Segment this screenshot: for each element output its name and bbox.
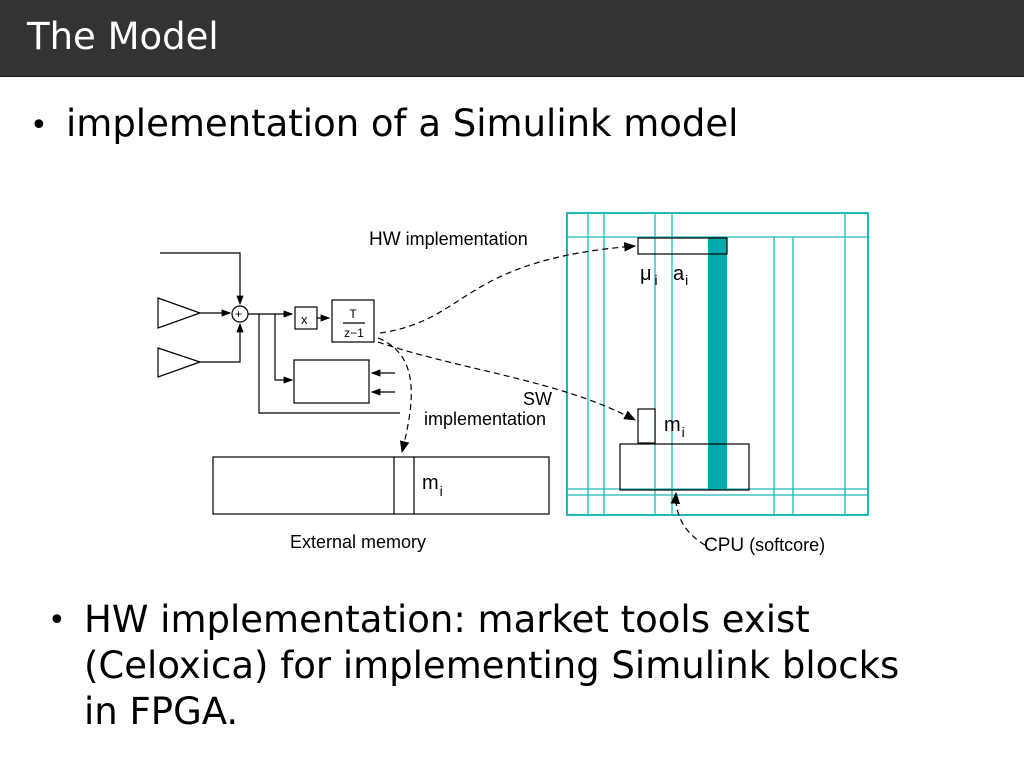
bullet-line-2: (Celoxica) for implementing Simulink blo… — [84, 644, 900, 687]
simulink-model — [157, 252, 400, 414]
gain-block-1 — [157, 297, 202, 329]
gain-block-2 — [157, 347, 202, 378]
bullet-text: HW implementation: market tools exist (C… — [84, 597, 1004, 735]
title-bar: The Model — [0, 0, 1024, 77]
bullet-line-1: HW implementation: market tools exist — [84, 598, 810, 641]
sw-memory-block — [637, 408, 656, 444]
integrator-numerator: T — [349, 307, 357, 321]
slide-title: The Model — [27, 15, 219, 58]
mapping-arrows — [377, 242, 706, 546]
feedback-block — [293, 359, 370, 404]
discrete-integrator-block — [331, 299, 375, 343]
bullet-line-3: in FPGA. — [84, 690, 239, 733]
multiply-label: x — [301, 312, 308, 327]
m-label: mi — [664, 414, 685, 440]
sw-mapping-arrow — [377, 341, 637, 421]
cpu-label: CPU(softcore) — [704, 535, 825, 556]
cpu-block — [619, 443, 750, 491]
hw-mapping-arrow — [379, 242, 637, 334]
external-memory-label: External memory — [290, 532, 426, 552]
hw-block — [637, 237, 728, 255]
integrator-denominator: z−1 — [344, 326, 364, 340]
external-memory — [212, 456, 550, 515]
hw-logic-column — [708, 237, 727, 490]
sw-label: SW — [523, 389, 552, 409]
bullet-marker: • — [30, 108, 48, 143]
cpu-pointer-arrow — [670, 491, 706, 546]
sum-signs: + — [235, 307, 242, 321]
bullet-marker: • — [48, 603, 66, 638]
external-m-label: mi — [422, 472, 443, 499]
a-label: ai — [673, 263, 688, 288]
external-memory-box — [212, 456, 550, 515]
bullet-text: implementation of a Simulink model — [66, 102, 739, 145]
memory-mapping-arrow — [377, 337, 412, 454]
sw-implementation-label: implementation — [424, 409, 546, 429]
